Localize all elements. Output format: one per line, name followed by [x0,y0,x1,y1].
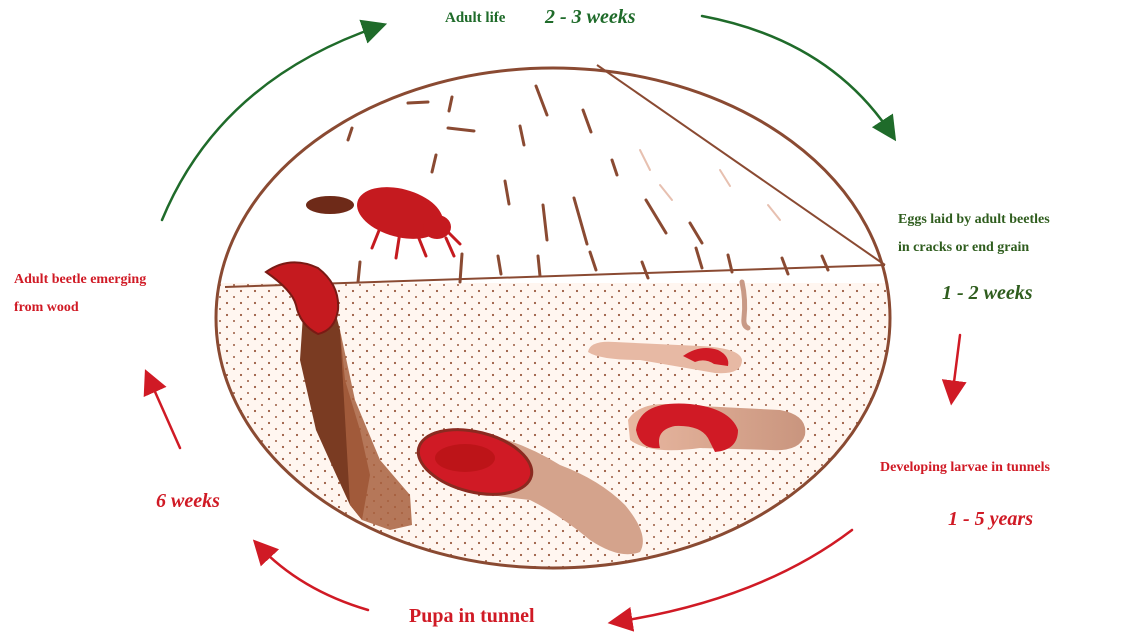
larvae-label: Developing larvae in tunnels [880,460,1050,476]
eggs-label-line2: in cracks or end grain [898,240,1029,256]
adult-life-label: Adult life [445,10,505,27]
pupa-label: Pupa in tunnel [409,605,535,628]
emerging-label-line1: Adult beetle emerging [14,272,146,288]
adult-life-duration: 2 - 3 weeks [545,6,636,29]
frass-pile [306,196,354,214]
emerging-label-line2: from wood [14,300,79,316]
adult-beetle [351,178,460,258]
emerging-duration: 6 weeks [156,490,220,513]
eggs-duration: 1 - 2 weeks [942,282,1033,305]
larvae-duration: 1 - 5 years [948,508,1033,531]
eggs-label-line1: Eggs laid by adult beetles [898,212,1050,228]
